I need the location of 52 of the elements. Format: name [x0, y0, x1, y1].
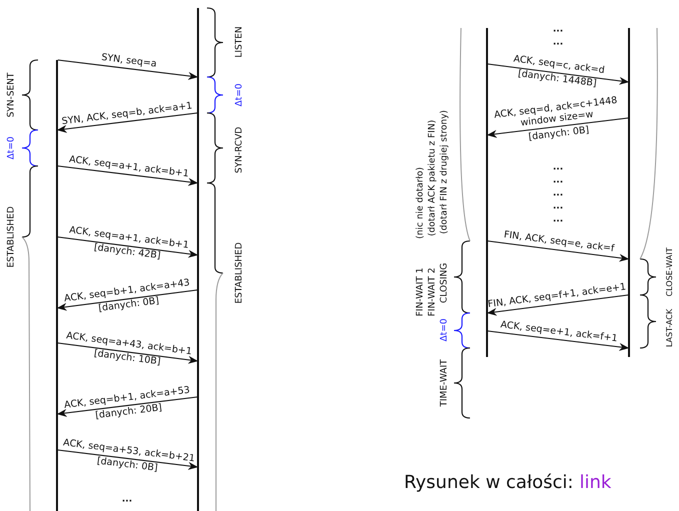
link: link: [579, 474, 612, 492]
delta-time-label: Δt=0: [236, 84, 244, 106]
state-label: ESTABLISHED: [8, 206, 16, 268]
lifeline: [56, 60, 58, 511]
state-label: FIN-WAIT 1: [416, 268, 426, 316]
state-label: SYN-SENT: [8, 72, 16, 118]
edge-label: ACK, seq=a+1, ack=b+1: [68, 154, 189, 179]
payload-label: [danych: 0B]: [528, 125, 590, 142]
ellipsis: ...: [552, 164, 564, 172]
state-label: LISTEN: [236, 26, 244, 58]
message-arrow: [57, 342, 198, 364]
payload-label: [danych: 0B]: [96, 456, 158, 473]
ellipsis: ...: [552, 26, 564, 34]
ellipsis: ...: [552, 38, 564, 48]
state-label: (nic nie dotarło): [416, 167, 426, 239]
lifeline: [628, 28, 630, 357]
state-label: CLOSING: [440, 262, 450, 304]
state-label: ESTABLISHED: [236, 242, 244, 304]
ellipsis: ...: [552, 202, 564, 212]
ellipsis: ...: [552, 176, 564, 186]
message-arrow: [57, 60, 198, 80]
state-label: CLOSE-WAIT: [666, 248, 674, 296]
message-arrow: [487, 64, 630, 85]
caption: Rysunek w całości:: [404, 474, 574, 492]
ellipsis: ...: [552, 216, 564, 224]
message-arrow: [56, 112, 198, 133]
ellipsis: ...: [552, 190, 564, 198]
edge-label: FIN, ACK, seq=e, ack=f: [503, 230, 615, 254]
edge-label: SYN, ACK, seq=b, ack=a+1: [60, 100, 192, 126]
state-label: SYN-RCVD: [236, 126, 244, 174]
edge-label: SYN, seq=a: [100, 52, 157, 69]
state-label: (dotarł ACK pakietu z FIN): [428, 120, 438, 236]
edge-label: FIN, ACK, seq=f+1, ack=e+1: [487, 282, 627, 310]
delta-time-label: Δt=0: [8, 136, 16, 160]
message-arrow: [57, 166, 198, 186]
message-arrow: [486, 294, 629, 316]
ellipsis: ...: [122, 496, 132, 504]
delta-time-label: Δt=0: [440, 318, 450, 342]
message-arrow: [487, 240, 630, 262]
message-arrow: [57, 236, 198, 258]
message-arrow: [486, 118, 629, 138]
state-label: LAST-ACK: [666, 308, 674, 348]
message-arrow: [56, 396, 198, 417]
edge-label: ACK, seq=e+1, ack=f+1: [500, 320, 618, 344]
message-arrow: [487, 330, 630, 351]
lifeline: [486, 28, 488, 357]
state-label: FIN-WAIT 2: [428, 268, 438, 316]
lifeline: [197, 8, 199, 511]
message-arrow: [57, 450, 198, 470]
state-label: TIME-WAIT: [440, 359, 450, 407]
state-label: (dotarł FIN z drugiej strony): [440, 110, 450, 234]
message-arrow: [56, 290, 198, 311]
